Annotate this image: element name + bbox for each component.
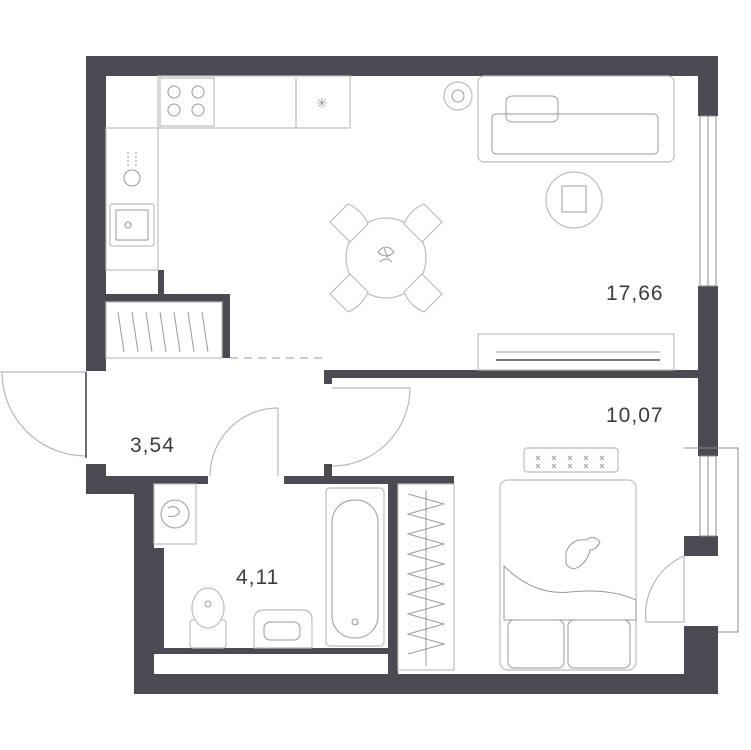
wall-top xyxy=(86,56,718,76)
washing-machine-icon xyxy=(153,483,197,545)
outer-walls xyxy=(86,56,718,694)
bedroom-area: 10,07 xyxy=(606,404,664,427)
wall-bathroom-top-left xyxy=(134,476,208,484)
fridge-icon: ✳ xyxy=(316,96,328,112)
wall-living-bedroom-end xyxy=(324,370,332,384)
windows xyxy=(684,115,739,633)
bedroom-door xyxy=(331,387,411,467)
entrance-door xyxy=(0,371,87,457)
bathroom-door xyxy=(209,407,279,477)
balcony-outline xyxy=(684,447,739,633)
wall-right-lower xyxy=(684,536,718,556)
wall-closet-right xyxy=(222,294,230,358)
wall-bathroom-left xyxy=(154,548,164,652)
wall-left-lower xyxy=(134,476,154,694)
dog-icon xyxy=(565,536,601,570)
plant-icon xyxy=(377,246,395,263)
wall-wardrobe xyxy=(388,476,398,674)
wall-kitchen-box xyxy=(158,270,164,298)
hallway-area: 3,54 xyxy=(130,434,175,457)
washbasin-icon xyxy=(253,609,313,649)
living-kitchen-area: 17,66 xyxy=(606,282,664,305)
side-table-icon xyxy=(443,81,473,111)
stove-icon xyxy=(159,77,215,127)
kitchen: ✳ xyxy=(105,75,351,271)
wall-right-top xyxy=(698,56,718,116)
interior-walls xyxy=(106,270,698,674)
kitchen-counter-left xyxy=(105,127,159,271)
dining-table-icon xyxy=(329,203,443,313)
wall-living-bedroom xyxy=(326,370,698,378)
svg-text:✳: ✳ xyxy=(316,96,328,112)
wall-right-mid xyxy=(698,286,718,456)
rug-icon xyxy=(545,171,603,229)
tv-stand-icon xyxy=(477,333,675,371)
wall-bathroom-bottom xyxy=(154,648,388,654)
sink-icon xyxy=(109,203,155,247)
wardrobe-icon xyxy=(397,483,455,671)
bathtub-icon xyxy=(325,487,385,647)
toilet-icon xyxy=(189,587,227,649)
doors xyxy=(0,357,685,623)
sofa-icon xyxy=(477,75,675,163)
area-labels: 17,66 10,07 3,54 4,11 xyxy=(130,282,664,589)
wall-bathroom-top-right xyxy=(284,476,454,484)
wall-door-stub-1 xyxy=(324,464,332,476)
balcony-door xyxy=(644,555,685,623)
wall-bottom xyxy=(134,674,718,694)
wall-left-upper xyxy=(86,56,106,371)
wall-closet-top xyxy=(106,294,230,302)
hall-closet xyxy=(105,301,223,359)
bathroom-area: 4,11 xyxy=(236,566,279,589)
bed-icon xyxy=(499,447,637,671)
faucet-icon xyxy=(123,152,141,187)
